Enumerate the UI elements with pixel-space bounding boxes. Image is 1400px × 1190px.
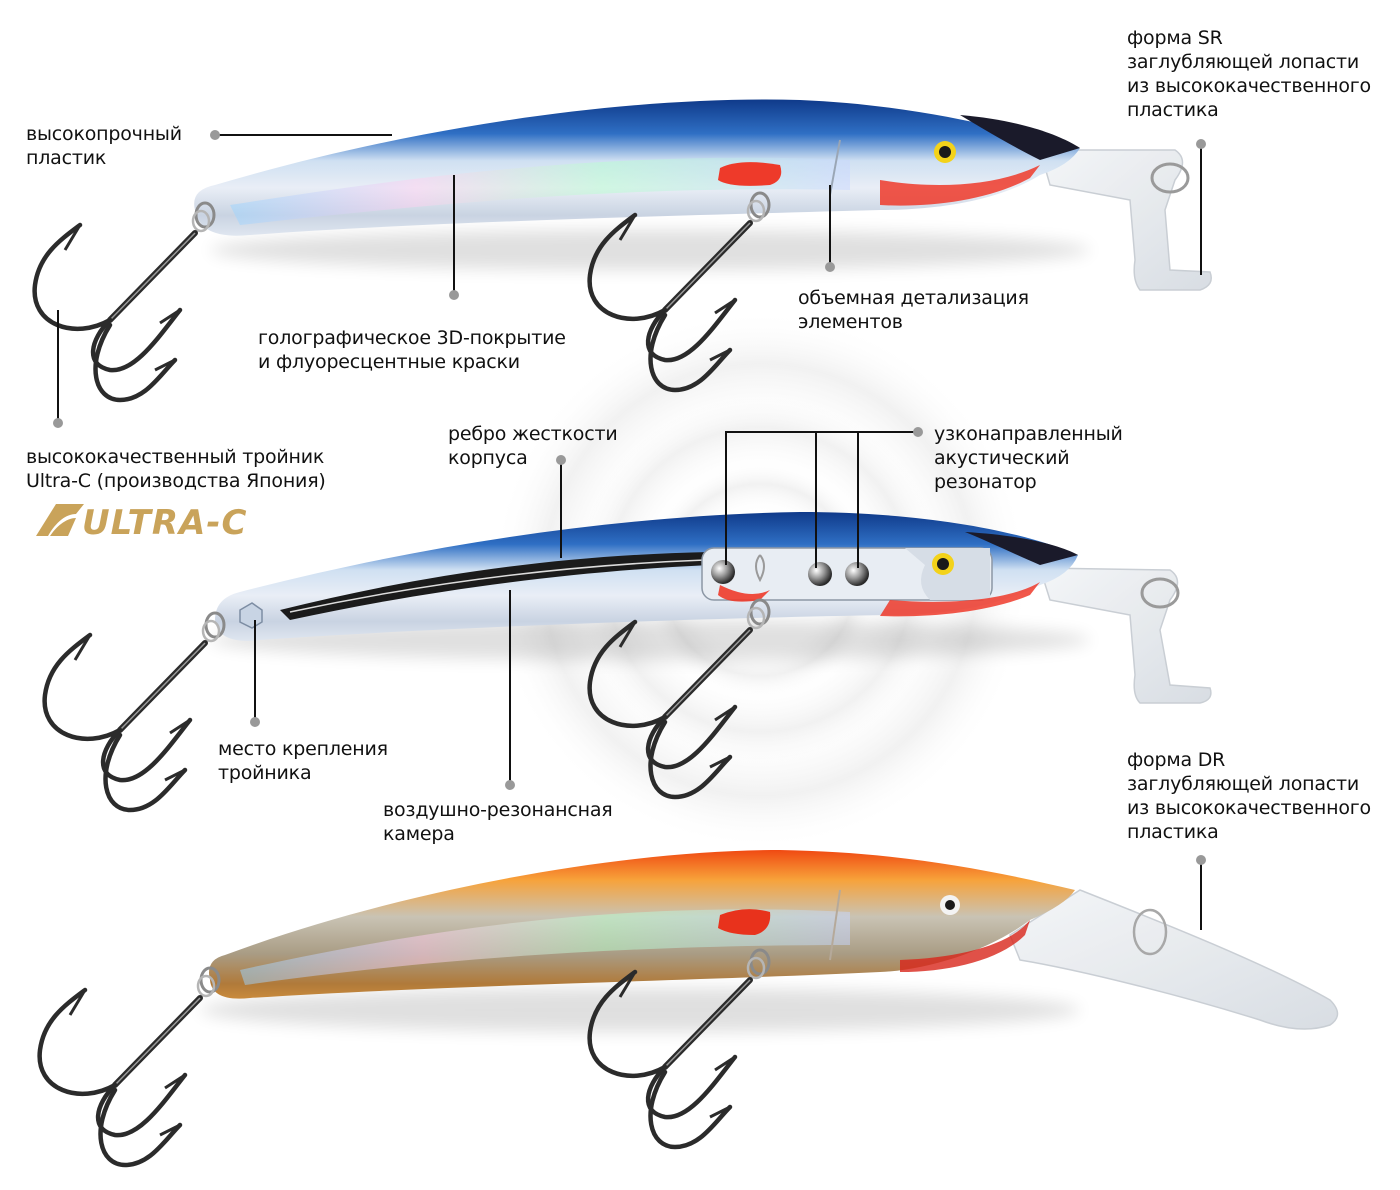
gill-line bbox=[829, 889, 841, 961]
callout-dots bbox=[53, 130, 1206, 865]
line-tie-ring bbox=[1150, 162, 1190, 194]
gill bbox=[718, 162, 782, 186]
label-treble-hook: высококачественный тройник Ultra-C (прои… bbox=[26, 446, 326, 492]
callouts bbox=[57, 134, 1202, 930]
dr-lip bbox=[1009, 889, 1339, 1030]
callout-dot bbox=[1196, 139, 1206, 149]
label-air-chamber: воздушно-резонансная камера bbox=[383, 799, 613, 845]
callout-line bbox=[725, 431, 916, 565]
holographic-band bbox=[240, 909, 850, 985]
callout-dot bbox=[53, 418, 63, 428]
jaw-red bbox=[880, 165, 1040, 206]
label-volume-detailing: объемная детализация элементов bbox=[798, 287, 1029, 333]
callout-dot bbox=[556, 455, 566, 465]
label-hook-mount: место крепления тройника bbox=[218, 738, 388, 784]
line-tie-ring bbox=[1132, 908, 1168, 956]
nose bbox=[965, 532, 1078, 565]
callout-dot bbox=[1196, 855, 1206, 865]
gill bbox=[718, 909, 771, 935]
label-holographic-coating: голографическое 3D-покрытие и флуоресцен… bbox=[258, 327, 566, 373]
jaw-red bbox=[900, 920, 1030, 972]
ultra-c-logo: ULTRA-C bbox=[36, 503, 247, 540]
rattle-ball bbox=[808, 562, 832, 586]
jaw-red bbox=[880, 582, 1040, 617]
callout-dot bbox=[913, 427, 923, 437]
lure-shadow bbox=[200, 988, 1080, 1032]
ultra-c-logo-text: ULTRA-C bbox=[82, 503, 247, 540]
line-tie-ring bbox=[1140, 577, 1180, 609]
holographic-band bbox=[230, 157, 850, 225]
callout-dot bbox=[505, 780, 515, 790]
label-high-strength-plastic: высокопрочный пластик bbox=[26, 123, 182, 169]
air-chamber-window bbox=[280, 552, 710, 620]
rear-treble-hook bbox=[45, 613, 224, 810]
lure-cutaway-blue bbox=[45, 512, 1212, 810]
callout-dot bbox=[449, 290, 459, 300]
sr-lip bbox=[1039, 149, 1212, 291]
label-acoustic-resonator: узконаправленный акустический резонатор bbox=[934, 423, 1123, 493]
lure-shadow bbox=[210, 230, 1090, 270]
label-dr-lip: форма DR заглубляющей лопасти из высокок… bbox=[1127, 749, 1371, 843]
rattle-ball bbox=[711, 560, 735, 584]
label-stiffening-rib: ребро жесткости корпуса bbox=[448, 423, 618, 469]
lure-dr-orange bbox=[40, 850, 1339, 1165]
rear-treble-hook bbox=[35, 203, 214, 400]
hook-mount bbox=[239, 602, 263, 629]
lure-sr-blue bbox=[35, 99, 1212, 400]
gill bbox=[718, 585, 770, 602]
hook-hanger bbox=[755, 554, 765, 583]
nose bbox=[960, 115, 1080, 160]
rattle-ball bbox=[845, 562, 869, 586]
callout-dot bbox=[825, 262, 835, 272]
callout-dot bbox=[250, 717, 260, 727]
callout-dot bbox=[210, 130, 220, 140]
gill-line bbox=[829, 139, 841, 196]
sr-lip bbox=[1038, 567, 1212, 704]
lure-body bbox=[215, 512, 1078, 641]
rear-treble-hook bbox=[40, 968, 219, 1165]
label-sr-lip: форма SR заглубляющей лопасти из высокок… bbox=[1127, 27, 1371, 121]
ultra-c-logo-mark bbox=[36, 504, 84, 536]
